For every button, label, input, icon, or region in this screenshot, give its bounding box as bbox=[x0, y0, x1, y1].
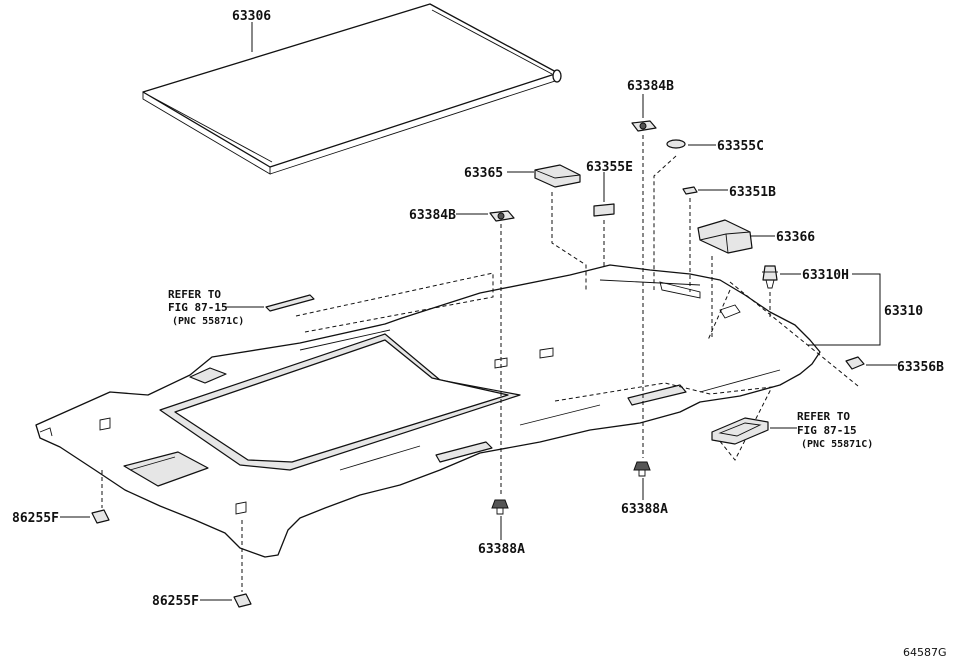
roof-panel-63306[interactable] bbox=[142, 3, 562, 175]
refer-left-line1: REFER TO bbox=[168, 288, 221, 301]
label-63310H: 63310H bbox=[802, 268, 849, 283]
label-63351B: 63351B bbox=[729, 185, 776, 200]
clip-63388A-center[interactable] bbox=[491, 499, 509, 515]
refer-right-line2: FIG 87-15 bbox=[797, 424, 857, 437]
lamp-63365[interactable] bbox=[534, 164, 581, 188]
clip-63384B-left[interactable] bbox=[489, 210, 515, 222]
clip-63384B-top[interactable] bbox=[631, 120, 657, 132]
clip-63388A-right[interactable] bbox=[633, 461, 651, 477]
leader-63310-bracket bbox=[808, 273, 881, 346]
clip-86255F-lower[interactable] bbox=[233, 593, 252, 608]
refer-left-line3: (PNC 55871C) bbox=[172, 316, 244, 327]
label-63366: 63366 bbox=[776, 230, 815, 245]
label-63306: 63306 bbox=[232, 9, 271, 24]
label-63355C: 63355C bbox=[717, 139, 764, 154]
clip-63356B[interactable] bbox=[845, 356, 865, 370]
ref-region-right-dash bbox=[554, 382, 773, 461]
cover-63355C[interactable] bbox=[666, 139, 686, 149]
cover-63355E[interactable] bbox=[593, 203, 615, 217]
refer-left-line2: FIG 87-15 bbox=[168, 301, 228, 314]
refer-right-line1: REFER TO bbox=[797, 410, 850, 423]
refer-part-left[interactable] bbox=[265, 294, 315, 312]
label-63365: 63365 bbox=[464, 166, 503, 181]
label-63310: 63310 bbox=[884, 304, 923, 319]
refer-part-right[interactable] bbox=[711, 417, 769, 445]
label-63356B: 63356B bbox=[897, 360, 944, 375]
label-63388A-center: 63388A bbox=[478, 542, 525, 557]
clip-63310H[interactable] bbox=[762, 265, 778, 289]
ref-region-63310-dash bbox=[707, 289, 731, 341]
label-86255F-lower: 86255F bbox=[152, 594, 199, 609]
figure-code: 64587G bbox=[903, 646, 947, 659]
clip-86255F-upper[interactable] bbox=[91, 509, 110, 524]
pad-63351B[interactable] bbox=[682, 186, 698, 195]
label-63384B-top: 63384B bbox=[627, 79, 674, 94]
ref-region-left-dash bbox=[295, 272, 494, 333]
leader-63365-dash bbox=[551, 192, 587, 290]
label-86255F-upper: 86255F bbox=[12, 511, 59, 526]
label-63384B-left: 63384B bbox=[409, 208, 456, 223]
lamp-63366[interactable] bbox=[697, 219, 753, 254]
label-63388A-right: 63388A bbox=[621, 502, 668, 517]
refer-right-line3: (PNC 55871C) bbox=[801, 439, 873, 450]
label-63355E: 63355E bbox=[586, 160, 633, 175]
leader-63355C-dash bbox=[653, 155, 677, 290]
headliner-63310[interactable] bbox=[35, 264, 821, 558]
